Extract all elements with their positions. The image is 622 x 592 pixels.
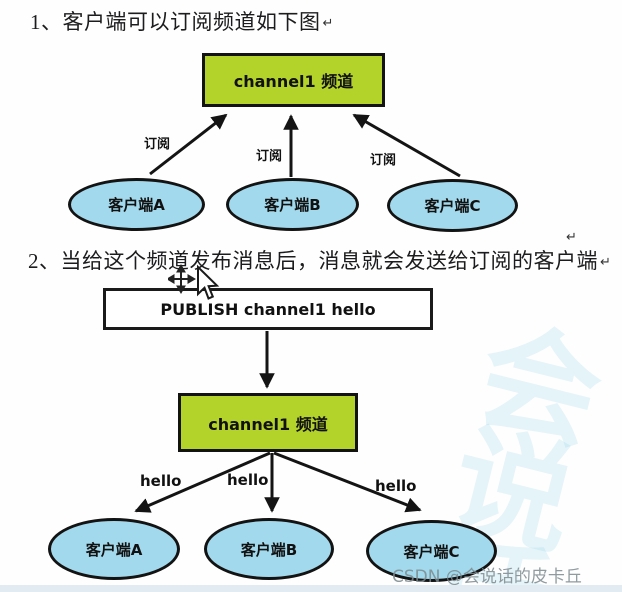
subscribe-edge-label-b: 订阅 [256,149,283,164]
diagram1-client-b-ellipse[interactable]: 客户端B [226,178,359,231]
diagram1-client-c-label: 客户端C [424,197,481,215]
diagram1-channel-box[interactable]: channel1 频道 [202,53,385,107]
diagram1-client-a-label: 客户端A [108,196,165,214]
diagram2-client-a-label: 客户端A [85,540,143,559]
heading-line-2: 2、当给这个频道发布消息后，消息就会发送给订阅的客户端↵ [28,245,611,275]
hello-edge-label-b: hello [227,471,269,489]
csdn-credit-watermark: CSDN @会说话的皮卡丘 [392,567,582,587]
diagram2-client-a-ellipse[interactable]: 客户端A [48,518,180,580]
heading-2-text: 2、当给这个频道发布消息后，消息就会发送给订阅的客户端 [28,249,598,273]
diagram2-client-c-ellipse[interactable]: 客户端C [366,520,497,582]
subscribe-edge-label-a: 订阅 [144,137,171,152]
diagram2-client-b-ellipse[interactable]: 客户端B [204,518,334,580]
diagram1-client-a-ellipse[interactable]: 客户端A [68,178,205,231]
hello-edge-label-a: hello [140,472,182,490]
diagram2-client-b-label: 客户端B [240,540,298,559]
heading-1-text: 1、客户端可以订阅频道如下图 [30,10,321,34]
diagram1-channel-label: channel1 频道 [233,72,354,91]
bottom-edge-band [0,585,622,592]
diagram1-client-c-ellipse[interactable]: 客户端C [387,179,518,232]
diagram2-channel-label: channel1 频道 [208,414,328,434]
hello-edge-label-c: hello [375,477,417,495]
paragraph-mark-icon: ↵ [600,254,612,269]
diagram2-channel-box[interactable]: channel1 频道 [178,393,358,452]
diagram1-client-b-label: 客户端B [264,196,321,214]
publish-command-box[interactable]: PUBLISH channel1 hello [103,288,433,330]
paragraph-mark-icon: ↵ [566,229,577,244]
subscribe-edge-label-c: 订阅 [370,153,397,168]
move-cursor-icon [168,264,220,300]
publish-command-label: PUBLISH channel1 hello [160,299,376,319]
diagram2-client-c-label: 客户端C [403,542,460,561]
paragraph-mark-icon: ↵ [322,15,334,30]
heading-line-1: 1、客户端可以订阅频道如下图↵ [30,6,334,36]
